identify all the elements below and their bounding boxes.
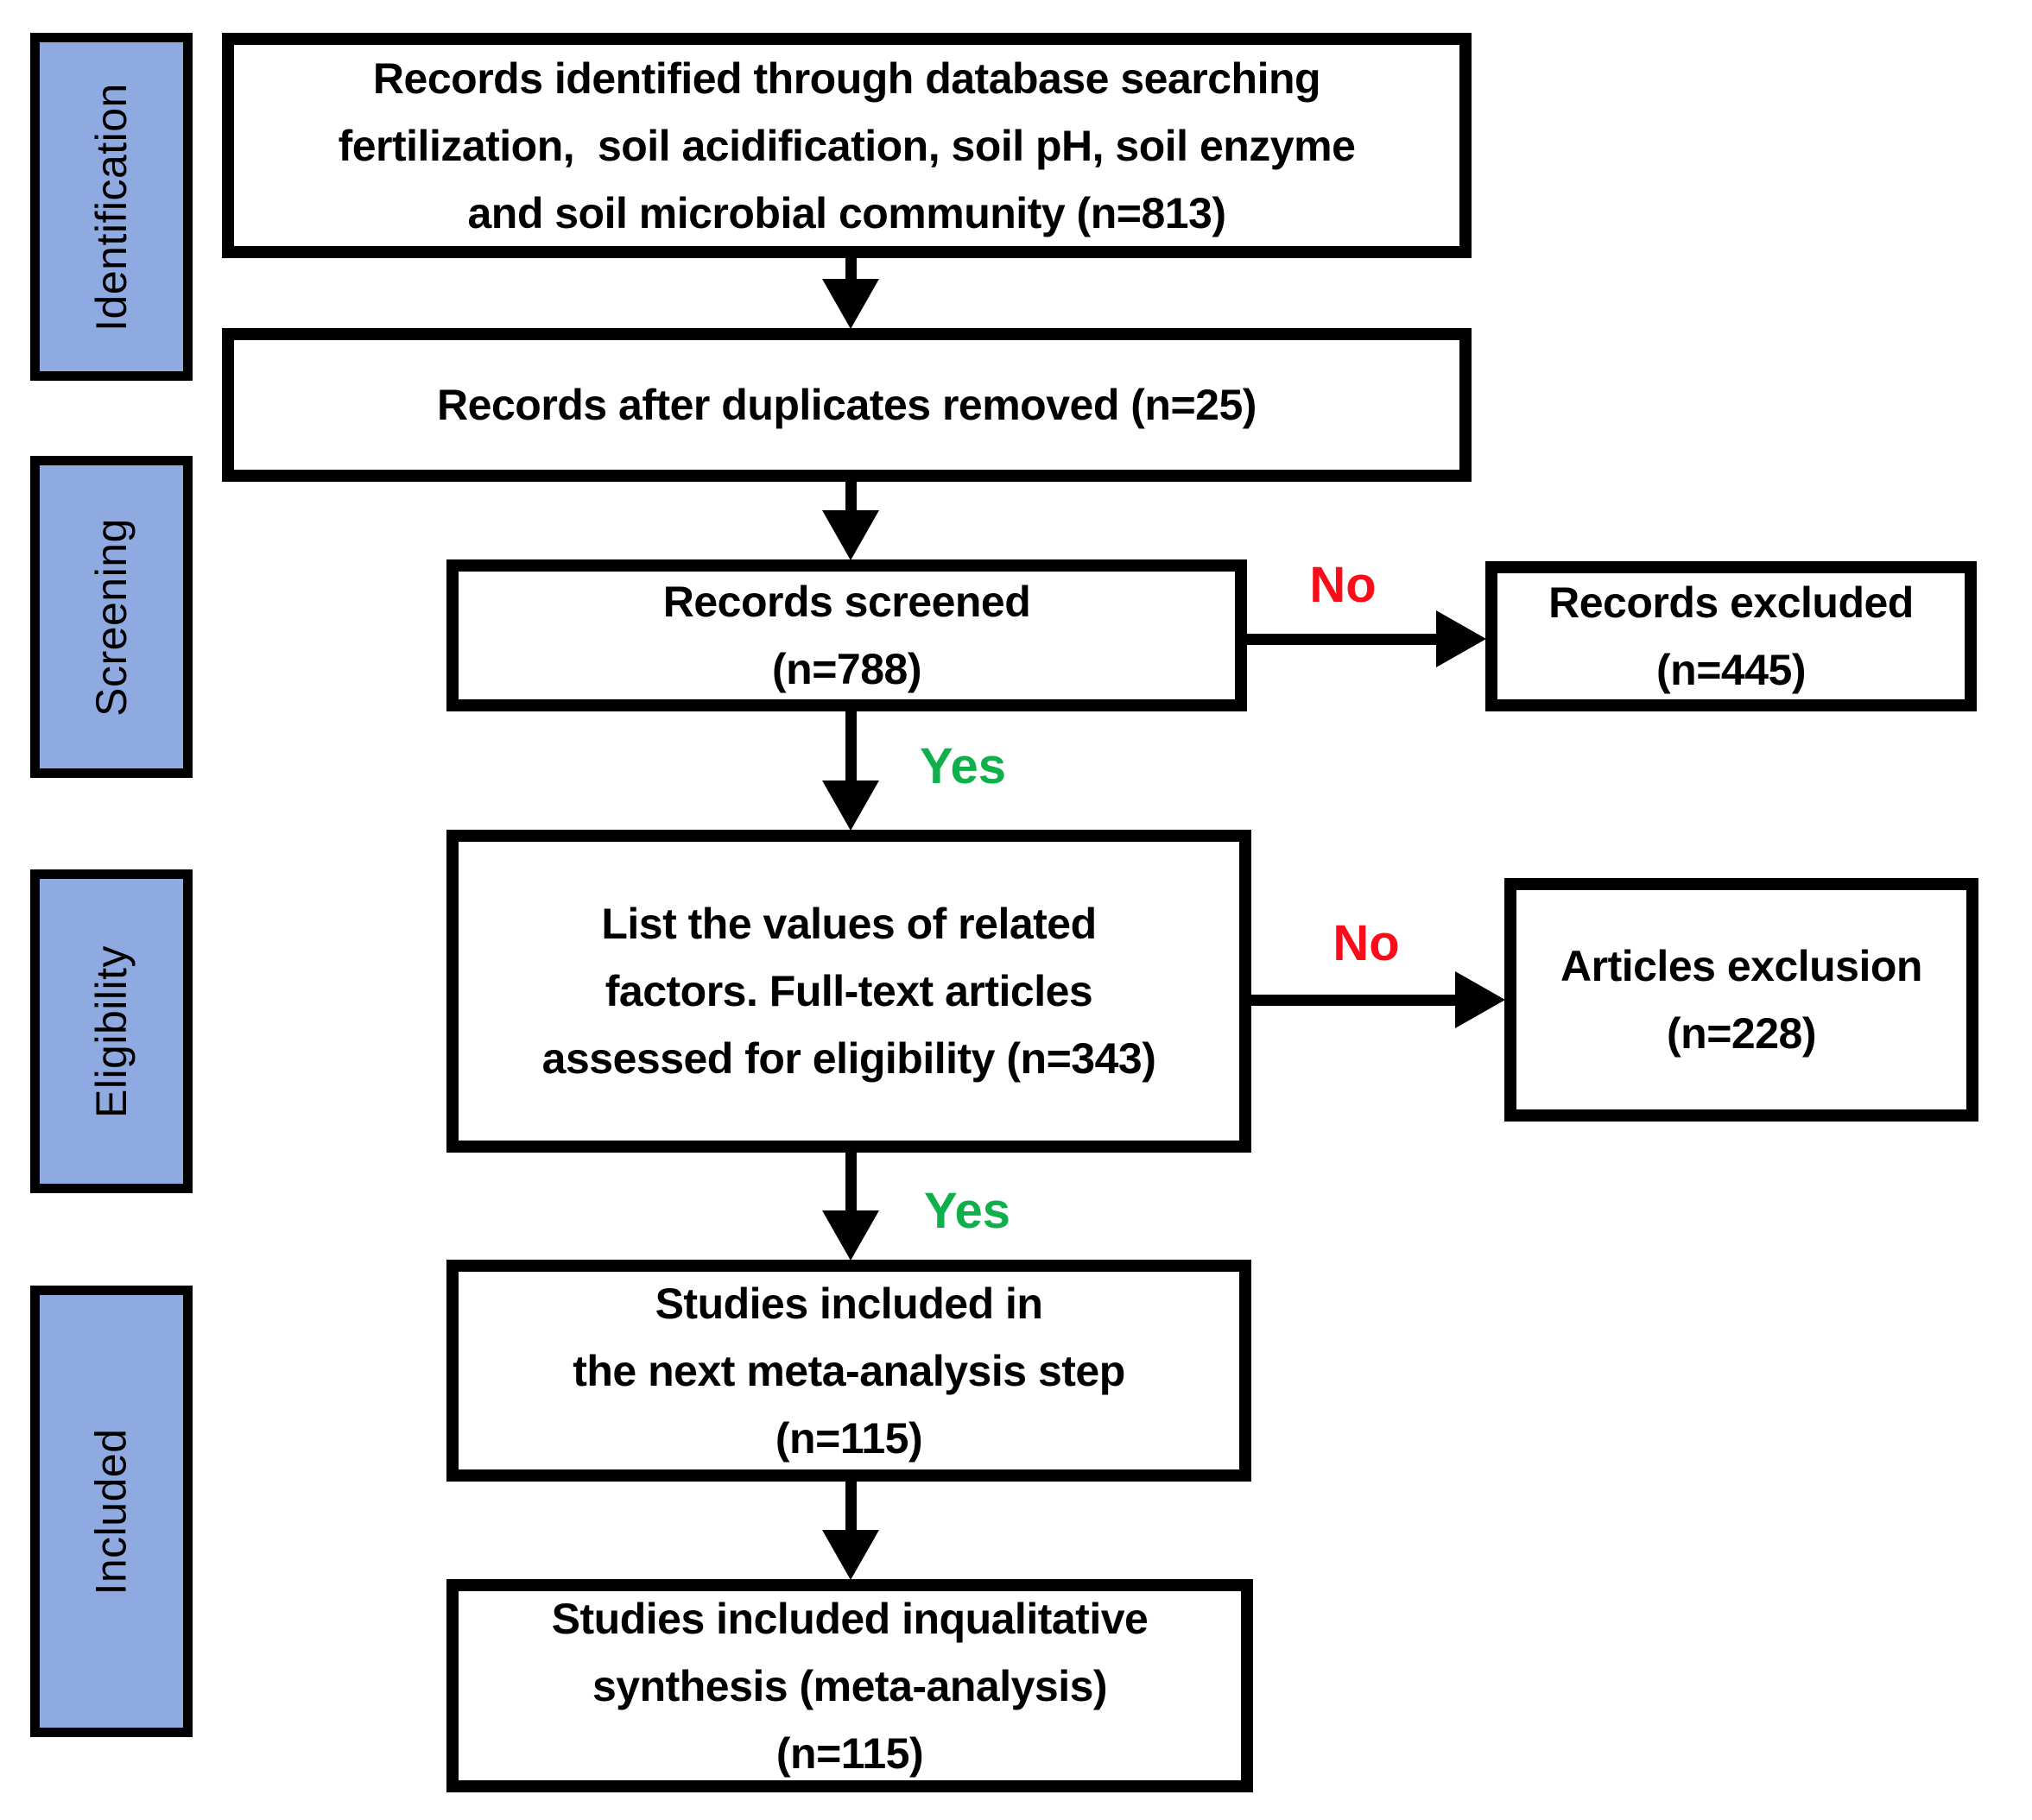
box-text-line: (n=115) — [775, 1413, 923, 1463]
box-text-line: Studies included inqualitative — [551, 1594, 1149, 1643]
box-text-line: factors. Full-text articles — [605, 967, 1093, 1015]
stage-label-identification: Identification — [87, 82, 136, 332]
flow-box-records-excluded: Records excluded (n=445) — [1485, 561, 1977, 711]
stage-box-identification: Identification — [30, 33, 193, 381]
box-text-line: Records identified through database sear… — [372, 54, 1321, 103]
decision-label-yes-eligibility: Yes — [924, 1183, 1010, 1239]
arrow-right-line — [1247, 634, 1441, 645]
box-text-line: the next meta-analysis step — [573, 1346, 1125, 1395]
box-text-line: Articles exclusion — [1560, 942, 1922, 990]
box-text-line: assessed for eligibility (n=343) — [541, 1034, 1156, 1083]
arrow-down-line — [845, 258, 857, 282]
box-text-line: Records after duplicates removed (n=25) — [437, 381, 1257, 429]
box-text-line: List the values of related — [601, 900, 1097, 948]
decision-label-yes-screening: Yes — [920, 738, 1006, 794]
box-text-line: fertilization, soil acidification, soil … — [338, 121, 1356, 170]
decision-label-no-screening: No — [1309, 557, 1377, 613]
arrow-down-head — [822, 279, 879, 329]
stage-box-included: Included — [30, 1286, 193, 1737]
box-text-line: (n=115) — [775, 1728, 924, 1778]
decision-label-no-eligibility: No — [1333, 915, 1400, 971]
arrow-down-head — [822, 1530, 879, 1580]
flow-box-qualitative-synthesis: Studies included inqualitative synthesis… — [446, 1579, 1253, 1792]
stage-box-screening: Screening — [30, 456, 193, 778]
box-text-line: Studies included in — [655, 1279, 1043, 1328]
flow-box-duplicates-removed: Records after duplicates removed (n=25) — [222, 328, 1472, 482]
stage-label-screening: Screening — [87, 517, 136, 717]
arrow-right-head — [1455, 971, 1505, 1028]
arrow-down-head — [822, 780, 879, 831]
box-text-line: synthesis (meta-analysis) — [592, 1661, 1108, 1710]
arrow-right-head — [1436, 610, 1486, 667]
arrow-down-line — [845, 1482, 857, 1532]
flow-box-included-meta-analysis: Studies included in the next meta-analys… — [446, 1260, 1251, 1482]
stage-box-eligibility: Eligibility — [30, 869, 193, 1193]
arrow-right-line — [1251, 995, 1459, 1006]
box-text-line: (n=788) — [772, 645, 921, 693]
arrow-down-line — [845, 1153, 857, 1213]
stage-label-included: Included — [87, 1427, 136, 1596]
box-text-line: (n=228) — [1667, 1009, 1816, 1058]
flow-box-articles-exclusion: Articles exclusion (n=228) — [1504, 878, 1978, 1122]
stage-label-eligibility: Eligibility — [87, 945, 136, 1118]
flow-box-records-identified: Records identified through database sear… — [222, 33, 1472, 258]
box-text-line: Records excluded — [1548, 578, 1914, 627]
flow-box-records-screened: Records screened (n=788) — [446, 559, 1247, 711]
box-text-line: and soil microbial community (n=813) — [467, 188, 1226, 237]
arrow-down-head — [822, 510, 879, 560]
box-text-line: (n=445) — [1656, 646, 1806, 694]
arrow-down-line — [845, 711, 857, 784]
arrow-down-head — [822, 1210, 879, 1261]
arrow-down-line — [845, 482, 857, 513]
flow-box-fulltext-eligibility: List the values of related factors. Full… — [446, 830, 1251, 1153]
box-text-line: Records screened — [662, 578, 1031, 626]
